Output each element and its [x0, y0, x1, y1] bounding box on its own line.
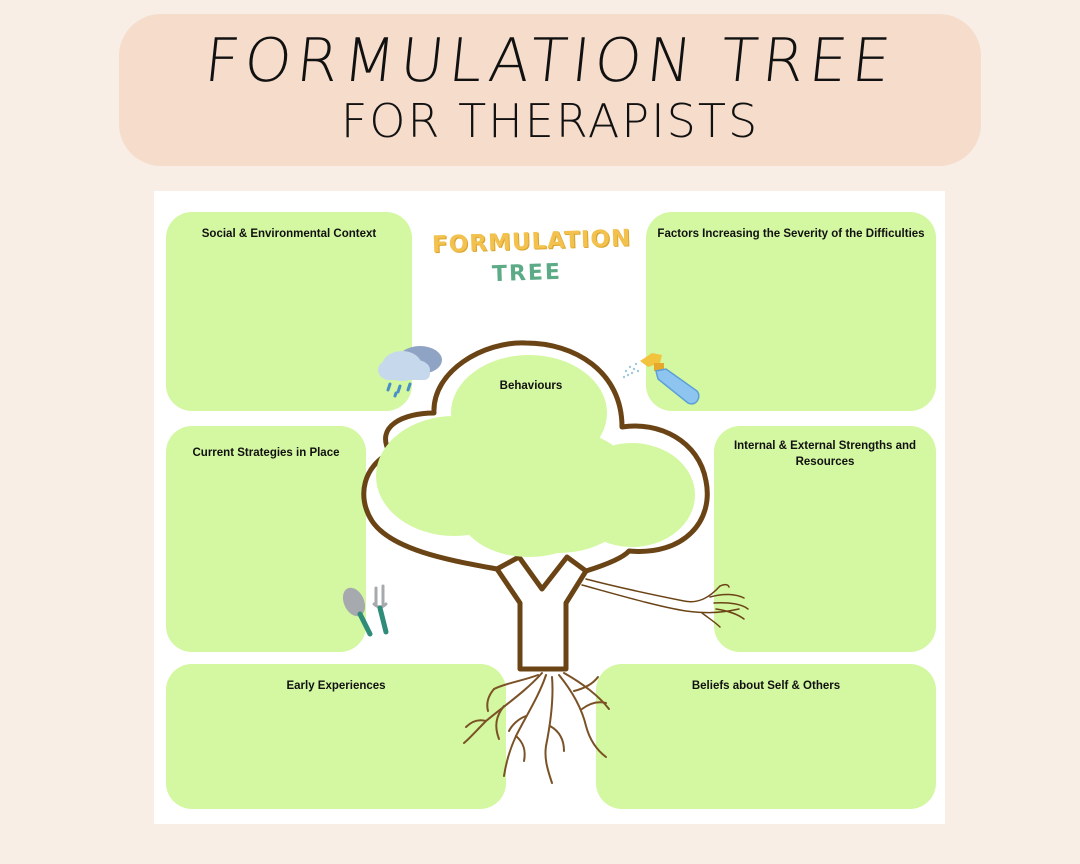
page-title: FORMULATION TREE	[201, 26, 899, 96]
page-subtitle: FOR THERAPISTS	[340, 94, 760, 148]
rain-cloud-icon	[378, 346, 442, 398]
social-context-label: Social & Environmental Context	[201, 228, 377, 240]
garden-tools-icon	[342, 584, 389, 637]
severity-factors-box[interactable]: Factors Increasing the Severity of the D…	[646, 212, 936, 411]
beliefs-label: Beliefs about Self & Others	[691, 680, 841, 692]
behaviours-label: Behaviours	[499, 380, 563, 392]
strengths-resources-label: Internal & External Strengths and Resour…	[733, 440, 917, 468]
current-strategies-box[interactable]: Current Strategies in Place	[166, 426, 366, 652]
branch-hand	[581, 578, 749, 628]
early-experiences-box[interactable]: Early Experiences	[166, 664, 506, 809]
tree-illustration	[342, 340, 749, 784]
strengths-resources-box[interactable]: Internal & External Strengths and Resour…	[714, 426, 936, 652]
tree-canopy	[376, 355, 695, 557]
tree-roots	[463, 672, 610, 784]
severity-factors-label: Factors Increasing the Severity of the D…	[657, 228, 925, 240]
title-banner: FORMULATION TREE FOR THERAPISTS	[119, 14, 981, 166]
spray-bottle-icon	[622, 353, 700, 405]
current-strategies-label: Current Strategies in Place	[192, 447, 340, 459]
beliefs-box[interactable]: Beliefs about Self & Others	[596, 664, 936, 809]
worksheet: Social & Environmental Context Factors I…	[154, 191, 945, 824]
social-context-box[interactable]: Social & Environmental Context	[166, 212, 412, 411]
early-experiences-label: Early Experiences	[286, 680, 386, 692]
tree-outline	[361, 340, 710, 672]
